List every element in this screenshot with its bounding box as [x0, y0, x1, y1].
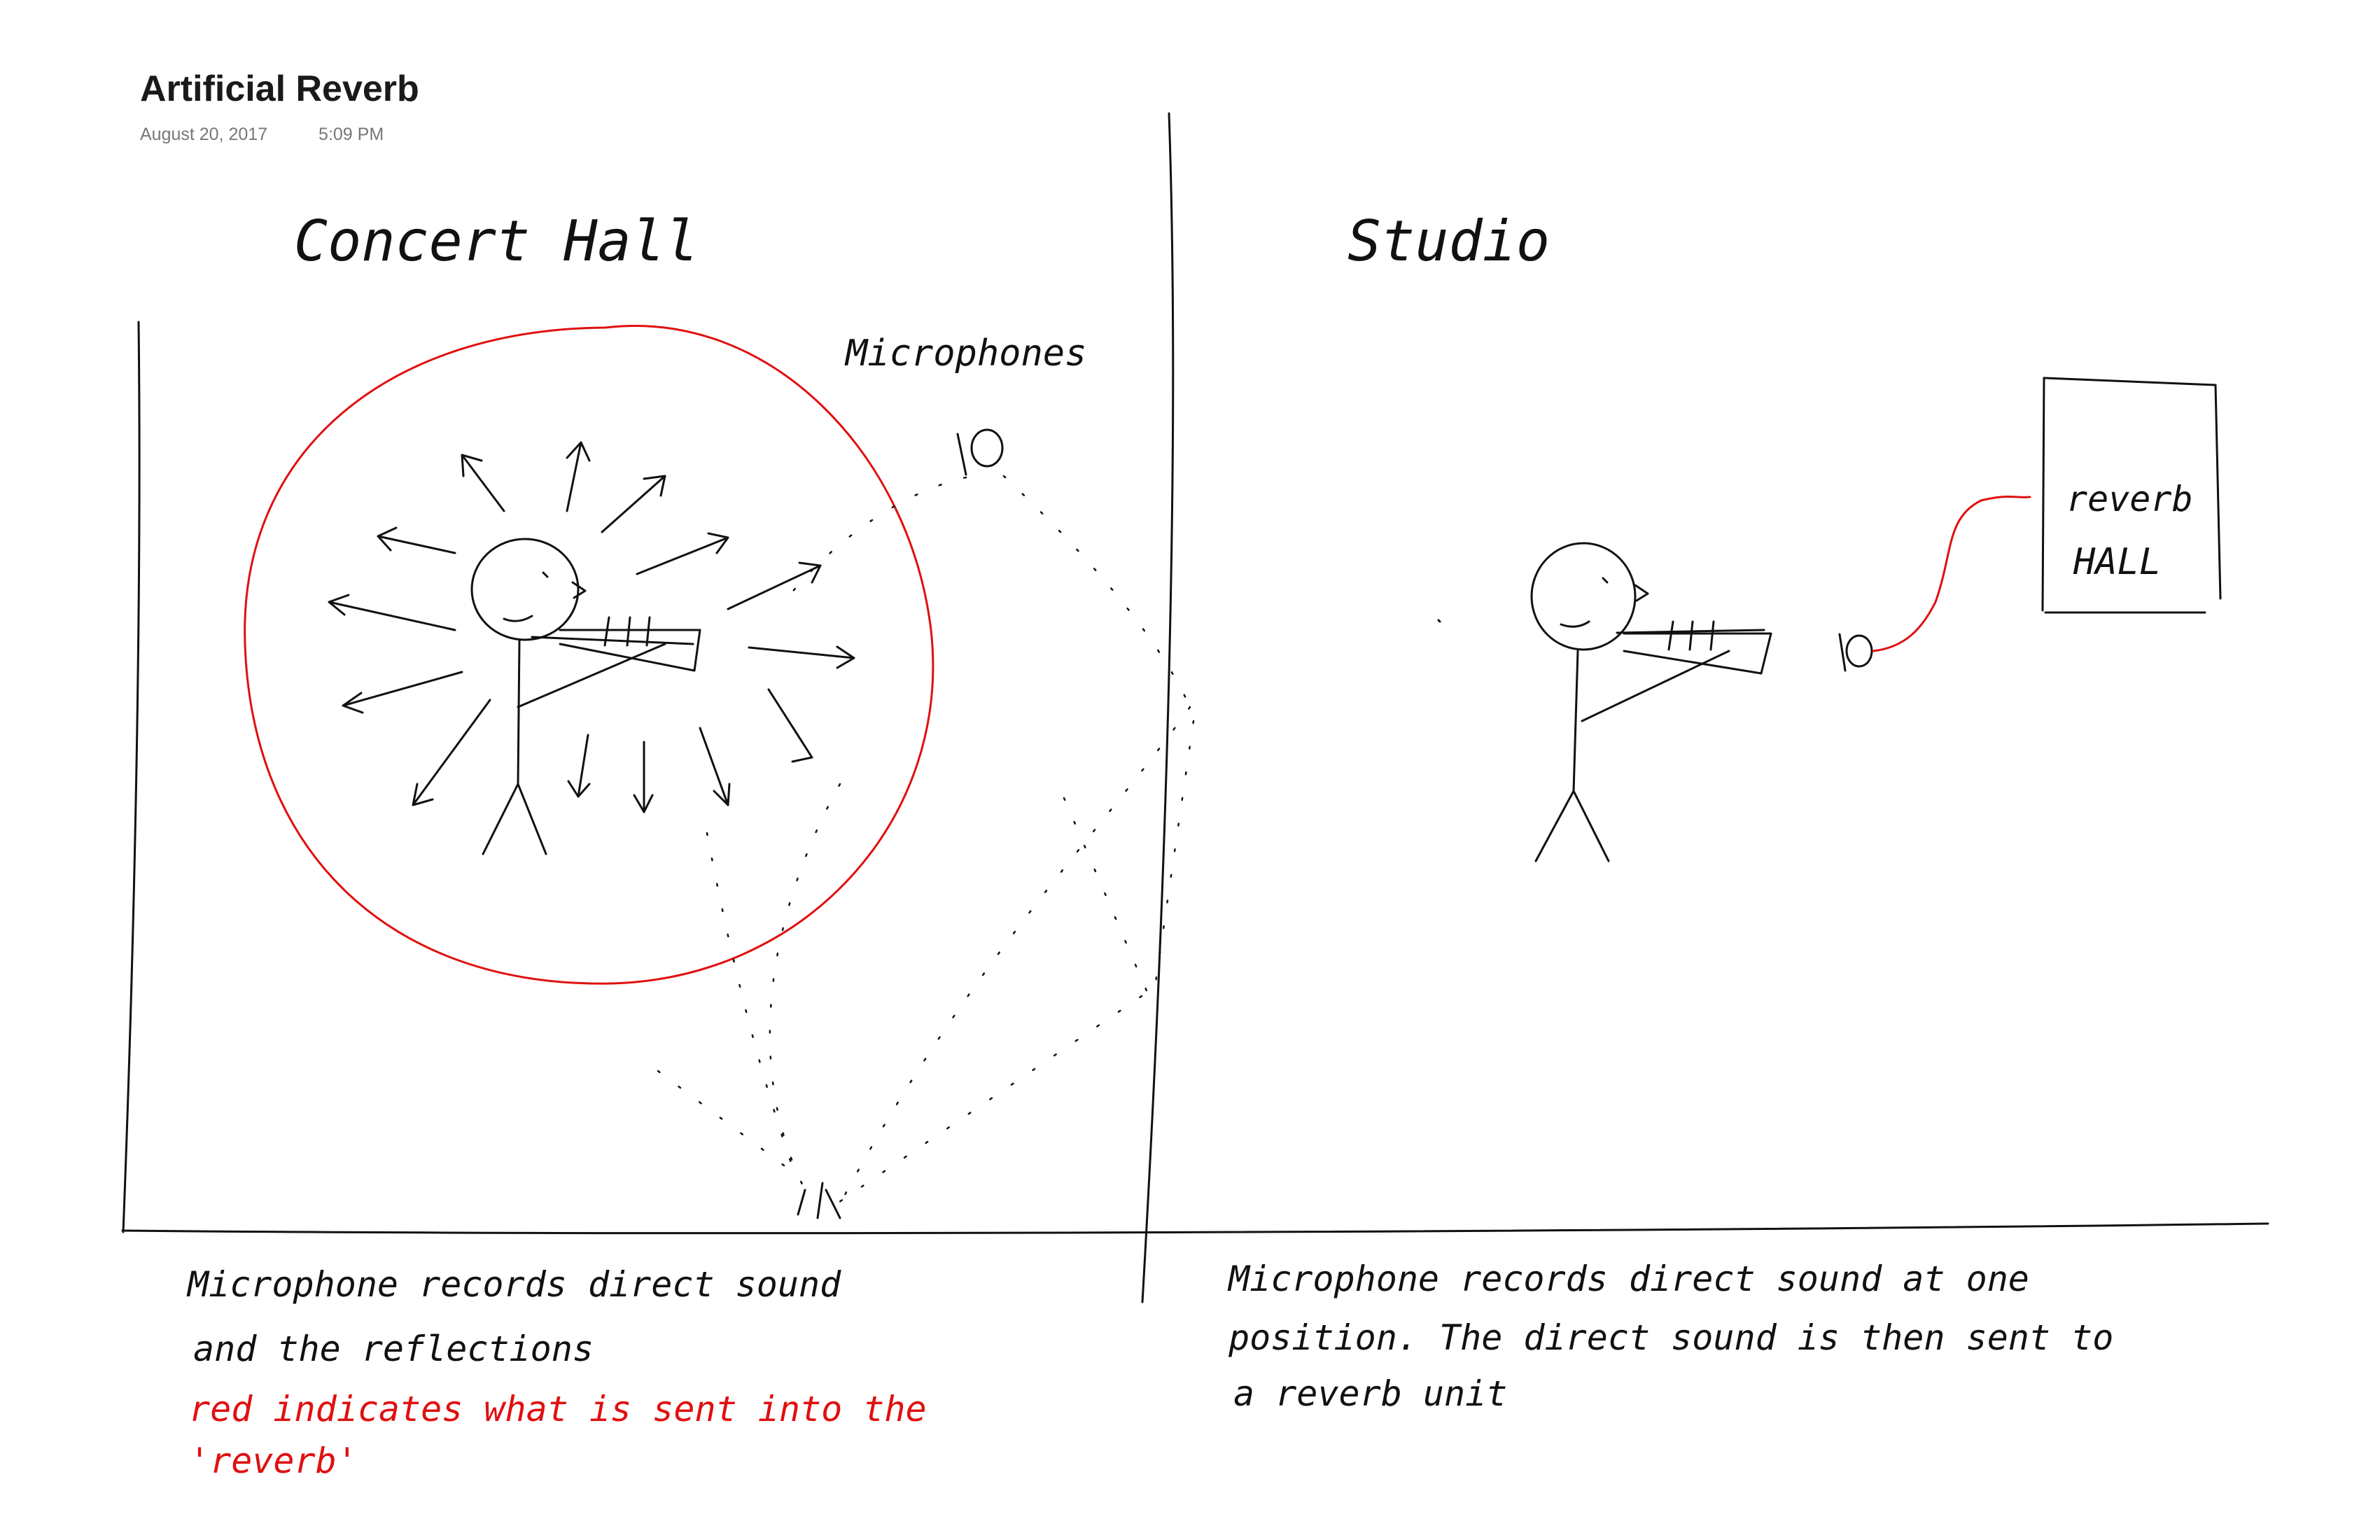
floor-line [121, 1222, 2269, 1235]
concert-hall-heading: Concert Hall [294, 209, 699, 274]
note-time: 5:09 PM [318, 125, 384, 145]
note-date: August 20, 2017 [140, 125, 268, 145]
studio-heading: Studio [1348, 209, 1550, 274]
reverb-unit-label: reverb [2066, 479, 2193, 519]
right-caption-line3: a reverb unit [1233, 1373, 1507, 1414]
note-meta: August 20, 2017 5:09 PM [140, 125, 419, 145]
left-caption-line1: Microphone records direct sound [186, 1264, 841, 1305]
red-note-line2: 'reverb' [189, 1441, 358, 1481]
left-caption-line2: and the reflections [193, 1329, 594, 1369]
center-divider-line [1141, 112, 1175, 1303]
reverb-unit-mode: HALL [2073, 541, 2161, 583]
red-note-line1: red indicates what is sent into the [189, 1389, 927, 1429]
right-caption-line2: position. The direct sound is then sent … [1228, 1317, 2113, 1358]
note-header: Artificial Reverb August 20, 2017 5:09 P… [140, 67, 419, 145]
reverb-capture-circle [244, 325, 934, 985]
note-title: Artificial Reverb [140, 69, 419, 109]
left-wall-line [122, 321, 141, 1233]
microphones-label: Microphones [844, 332, 1086, 374]
trumpet-player-figure-studio [1437, 542, 1772, 862]
sound-radiation-arrows [328, 441, 855, 813]
trumpet-player-figure-concert [470, 538, 701, 855]
concert-hall-microphone [956, 428, 1004, 476]
right-caption-line1: Microphone records direct sound at one [1227, 1259, 2029, 1299]
studio-microphone [1838, 633, 1873, 672]
reverb-unit [2041, 377, 2222, 614]
reverb-send-cable [1872, 495, 2031, 652]
reflection-paths [657, 475, 1195, 1219]
